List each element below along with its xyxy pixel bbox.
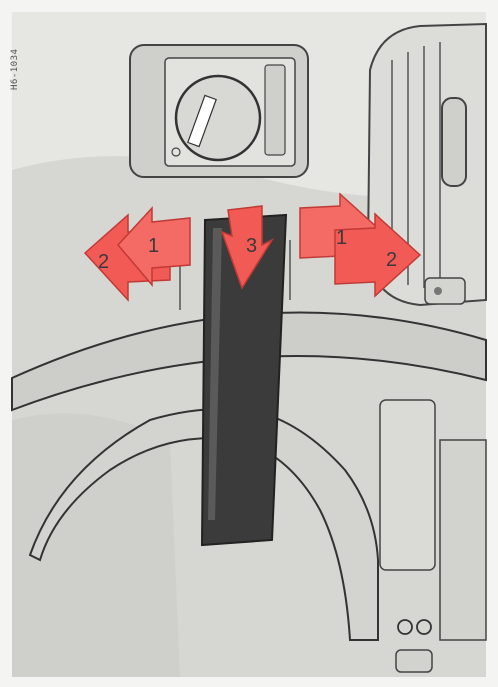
callout-right-outer: 2: [386, 249, 397, 271]
callout-left-inner: 1: [148, 235, 159, 257]
small-switch-icon: [425, 278, 465, 304]
document-code: H6-1034: [10, 78, 20, 90]
light-switch-icon: [130, 45, 308, 177]
callout-left-outer: 2: [98, 251, 109, 273]
callout-right-inner: 1: [336, 227, 347, 249]
callout-down: 3: [246, 235, 257, 257]
